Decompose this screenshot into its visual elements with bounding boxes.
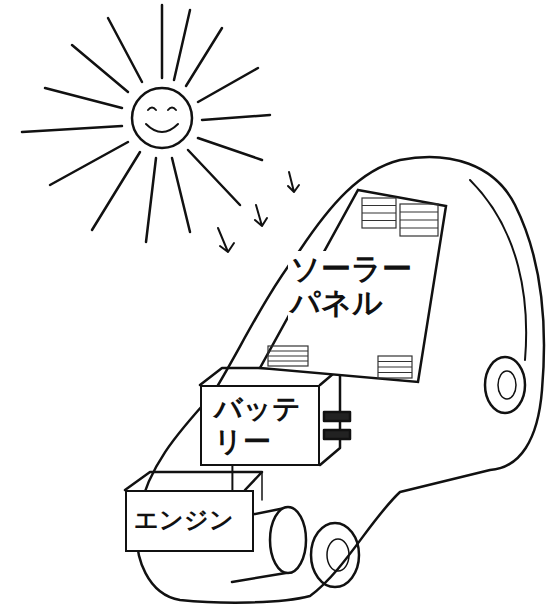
light-arrows — [218, 172, 299, 252]
front-wheel — [311, 523, 359, 587]
battery-box-3d — [200, 368, 340, 465]
sun — [22, 5, 270, 242]
battery-box: バッテリー — [200, 385, 320, 466]
part-label: バッテリー — [212, 392, 308, 458]
wire — [231, 466, 233, 490]
part-label: ソーラーパネル — [288, 251, 418, 322]
part-label: エンジン — [132, 506, 246, 536]
car-side-line — [470, 180, 526, 360]
battery-terminal — [324, 412, 350, 421]
solar-panel: ソーラーパネル — [258, 188, 448, 384]
engine-box-3d — [125, 472, 262, 490]
engine-cylinder-end — [270, 507, 306, 573]
battery-terminal — [324, 430, 350, 439]
rear-wheel — [485, 357, 525, 413]
engine-pipe — [261, 472, 263, 500]
front-wheel-hub — [327, 539, 349, 571]
engine-box: エンジン — [125, 490, 254, 552]
rear-wheel-hub — [498, 371, 516, 399]
